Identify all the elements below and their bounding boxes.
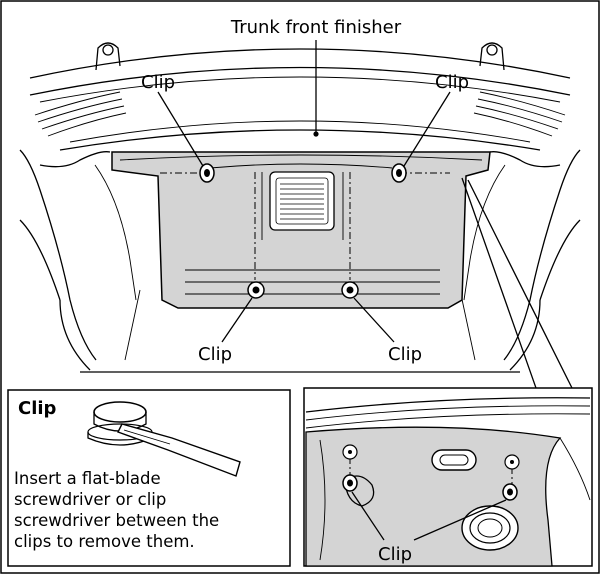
clip-marker-bottom-right <box>341 281 359 299</box>
label-clip-top-left: Clip <box>141 72 175 93</box>
hinge-left <box>95 42 121 71</box>
label-trunk-front-finisher: Trunk front finisher <box>230 17 402 38</box>
inset-title: Clip <box>18 398 57 419</box>
round-hole <box>461 505 519 551</box>
label-clip-bottom-left: Clip <box>198 344 232 365</box>
label-clip-detail: Clip <box>378 544 412 565</box>
clip-removal-inset: Clip Insert a flat-blade screwdriver or … <box>7 389 291 567</box>
hinge-right <box>479 42 505 71</box>
clip-detail-inset: Clip <box>303 387 593 567</box>
detail-clip-right <box>502 483 518 501</box>
instruction-line-1: Insert a flat-blade <box>14 469 161 488</box>
instruction-line-4: clips to remove them. <box>14 532 195 551</box>
slot-opening <box>431 449 477 471</box>
vent-grille <box>269 171 335 231</box>
label-clip-top-right: Clip <box>435 72 469 93</box>
clip-marker-bottom-left <box>247 281 265 299</box>
clip-marker-top-right <box>391 163 407 183</box>
detail-clip-left <box>342 474 358 492</box>
instruction-line-2: screwdriver or clip <box>14 490 166 509</box>
clip-marker-top-left <box>199 163 215 183</box>
label-clip-bottom-right: Clip <box>388 344 422 365</box>
screwdriver-icon <box>117 423 241 477</box>
trunk-illustration <box>19 40 581 389</box>
clip-icon <box>87 401 153 446</box>
instruction-line-3: screwdriver between the <box>14 511 219 530</box>
